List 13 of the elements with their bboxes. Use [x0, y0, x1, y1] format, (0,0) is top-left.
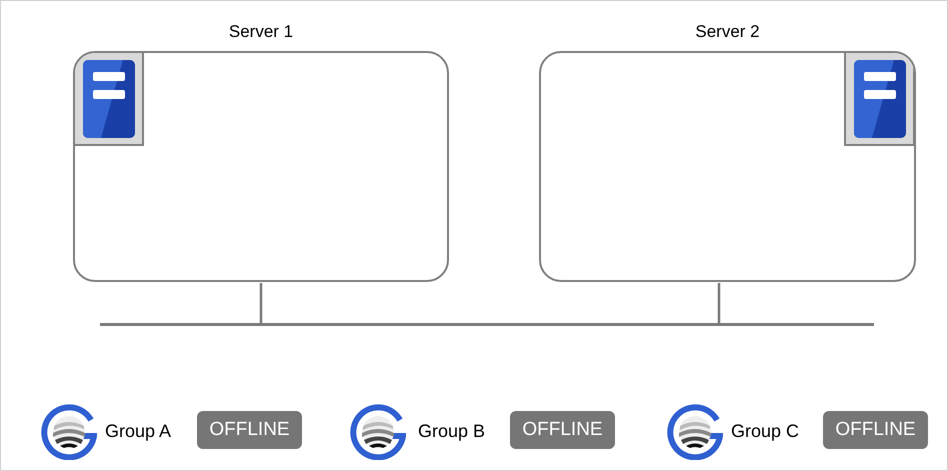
status-badge: OFFLINE: [197, 411, 302, 449]
server-box: [73, 51, 449, 282]
group-name: Group B: [418, 420, 486, 443]
connector-line: [260, 283, 262, 323]
group-name: Group C: [731, 420, 800, 443]
status-badge: OFFLINE: [510, 411, 615, 449]
server-box: [539, 51, 916, 282]
status-badge: OFFLINE: [823, 411, 928, 449]
group-name: Group A: [105, 420, 172, 443]
network-line: [100, 323, 874, 326]
connector-line: [718, 283, 720, 323]
server-label: Server 2: [694, 21, 761, 43]
server-label: Server 1: [228, 21, 294, 43]
